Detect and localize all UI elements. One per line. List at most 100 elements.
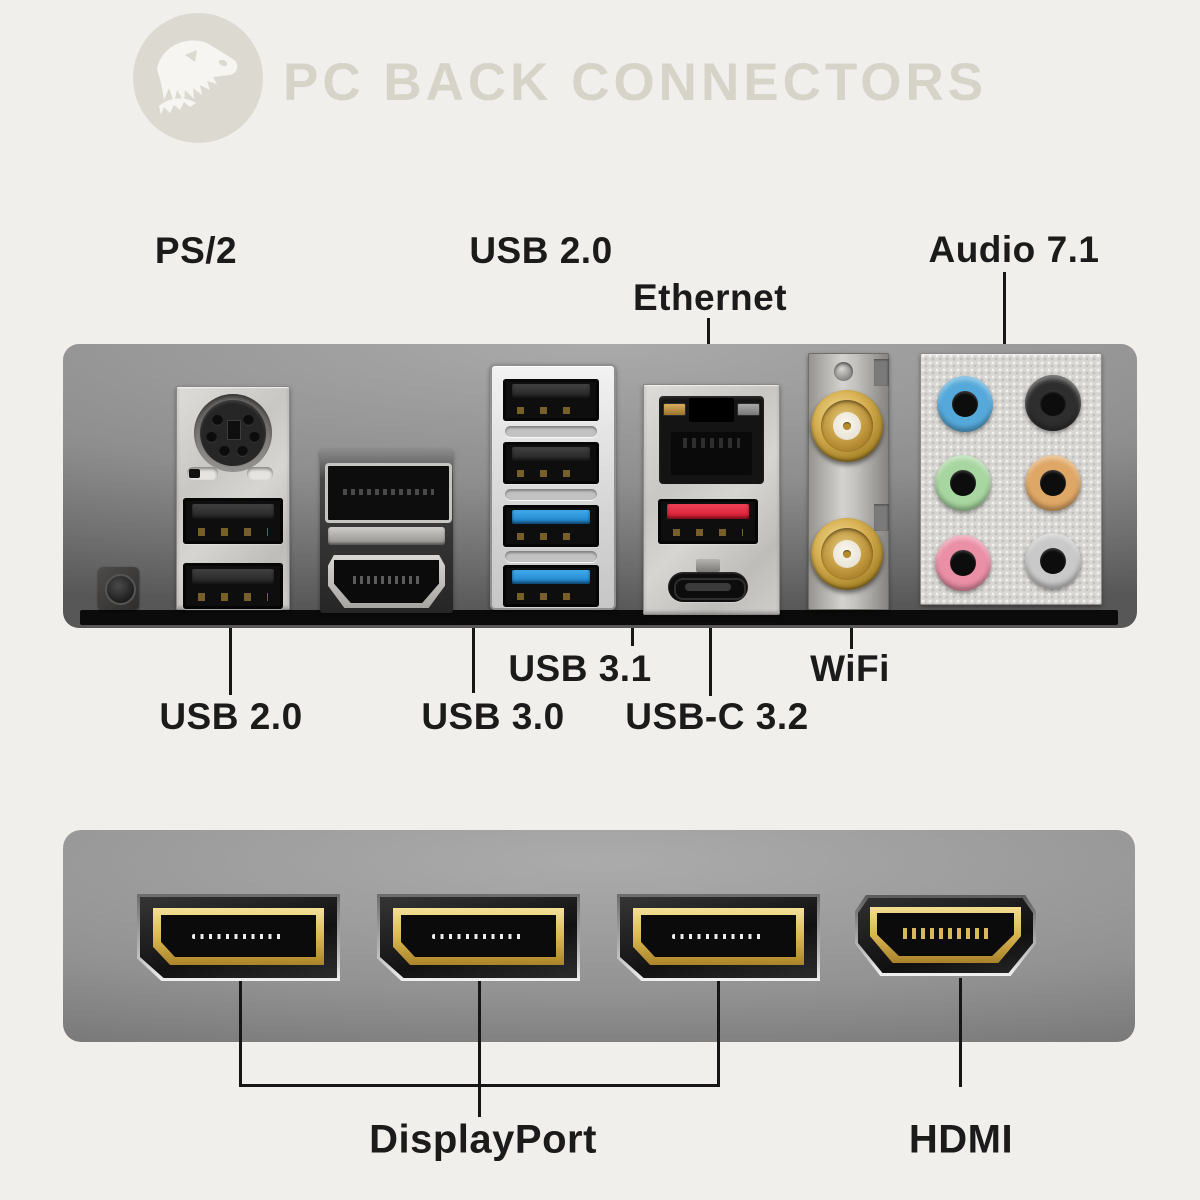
ps2-block: [176, 386, 290, 610]
usbc-inner-ring: [674, 578, 746, 600]
callout-line-dp1: [239, 980, 242, 1087]
screw-button: [98, 567, 139, 610]
ps2-pin-hole: [212, 415, 223, 426]
indicator-slot: [247, 467, 273, 480]
usb2-port-2: [183, 563, 283, 609]
jack-hole: [1040, 548, 1066, 574]
usb-pins: [673, 528, 743, 537]
usb2-port-1: [183, 498, 283, 544]
hdmi-cavity: [334, 560, 439, 603]
usbc-port: [668, 559, 748, 611]
label-usb30: USB 3.0: [421, 696, 565, 737]
label-usbc-32: USB-C 3.2: [625, 696, 809, 737]
rj45-led-left: [663, 403, 686, 416]
usb-tab: [192, 568, 274, 584]
usb-tab: [511, 510, 591, 524]
audio-jack-gray: [1025, 533, 1081, 589]
audio-jack-orange: [1025, 455, 1081, 511]
dp-cavity: [401, 915, 556, 957]
label-usb31: USB 3.1: [508, 648, 652, 689]
jack-hole: [1040, 390, 1066, 416]
dp-frame: [620, 897, 817, 978]
combo-hdmi-port: [328, 555, 445, 608]
usbc-opening: [668, 572, 748, 602]
usb-tab: [511, 570, 591, 584]
usb-pins: [198, 593, 268, 602]
usb2-stack-port-1: [503, 379, 599, 421]
dp-gold-frame: [153, 908, 324, 965]
io-shield-edge: [80, 610, 1118, 625]
sma-antenna-connector-1: [811, 390, 883, 462]
dp-pin-row: [342, 488, 435, 495]
callout-line-usbc: [709, 610, 712, 696]
label-usb20-top: USB 2.0: [469, 230, 613, 271]
label-audio-71: Audio 7.1: [928, 229, 1100, 270]
stack-divider: [505, 551, 597, 562]
callout-line-dp2: [478, 980, 481, 1117]
rj45-cavity: [671, 432, 752, 475]
ps2-pin-hole: [237, 446, 248, 457]
hdmi-pin-row: [352, 576, 421, 585]
audio-jack-pink: [935, 535, 991, 591]
bracket-notch: [874, 359, 889, 386]
sma-pin: [843, 550, 851, 558]
usb-pins: [517, 532, 585, 540]
ethernet-block: [643, 384, 780, 615]
indicator-slot: [187, 467, 218, 480]
rj45-tab-slot: [689, 398, 734, 422]
dp-hdmi-combo-block: [320, 449, 453, 613]
indicator-nub: [189, 469, 200, 478]
usbc-bracket: [696, 559, 720, 572]
dp-gold-frame: [393, 908, 564, 965]
label-hdmi: HDMI: [908, 1117, 1014, 1162]
usb3-stack-port-1: [503, 505, 599, 547]
dp-pin-row: [672, 933, 765, 939]
ps2-port: [194, 394, 272, 472]
ps2-port-face: [200, 400, 266, 466]
usb-pins: [517, 406, 585, 414]
displayport-1: [137, 894, 340, 981]
usb31-red-port: [658, 499, 758, 544]
label-displayport: DisplayPort: [369, 1117, 597, 1162]
stack-divider: [505, 489, 597, 500]
audio-block: [920, 353, 1102, 605]
rj45-ethernet-port: [659, 396, 764, 484]
hdmi-port: [855, 895, 1036, 976]
label-ps2: PS/2: [154, 230, 238, 271]
dp-gold-frame: [633, 908, 804, 965]
ps2-key-slot: [227, 420, 241, 440]
ps2-pin-hole: [219, 446, 230, 457]
hdmi-gold-frame: [870, 907, 1021, 963]
callout-line-audio: [1003, 272, 1006, 393]
audio-jack-black: [1025, 375, 1081, 431]
label-ethernet: Ethernet: [632, 277, 788, 318]
usb-tab: [667, 504, 749, 520]
callout-line-wifi: [850, 611, 853, 649]
wifi-bracket: [808, 353, 889, 610]
ps2-pin-hole: [243, 415, 254, 426]
callout-line-usb20: [229, 625, 232, 695]
hdmi-cavity: [877, 913, 1014, 956]
stack-divider: [505, 426, 597, 437]
ps2-pin-hole: [249, 432, 260, 443]
dp-cavity: [641, 915, 796, 957]
usb-stack: [490, 364, 616, 610]
combo-latch: [328, 527, 445, 545]
usb-tab: [192, 503, 274, 519]
sma-pin: [843, 422, 851, 430]
page-title: PC BACK CONNECTORS: [283, 53, 988, 112]
rj45-led-right: [737, 403, 760, 416]
screw-hole: [834, 362, 853, 381]
audio-jack-green: [935, 455, 991, 511]
dp-cavity: [161, 915, 316, 957]
callout-line-dp3: [717, 980, 720, 1087]
jack-hole: [950, 470, 976, 496]
ps2-pin-hole: [206, 432, 217, 443]
label-wifi: WiFi: [810, 648, 890, 689]
jack-hole: [1040, 470, 1066, 496]
dp-frame: [380, 897, 577, 978]
usb2-stack-port-2: [503, 442, 599, 484]
audio-jack-blue: [937, 376, 993, 432]
callout-line-dp-joiner: [239, 1084, 720, 1087]
